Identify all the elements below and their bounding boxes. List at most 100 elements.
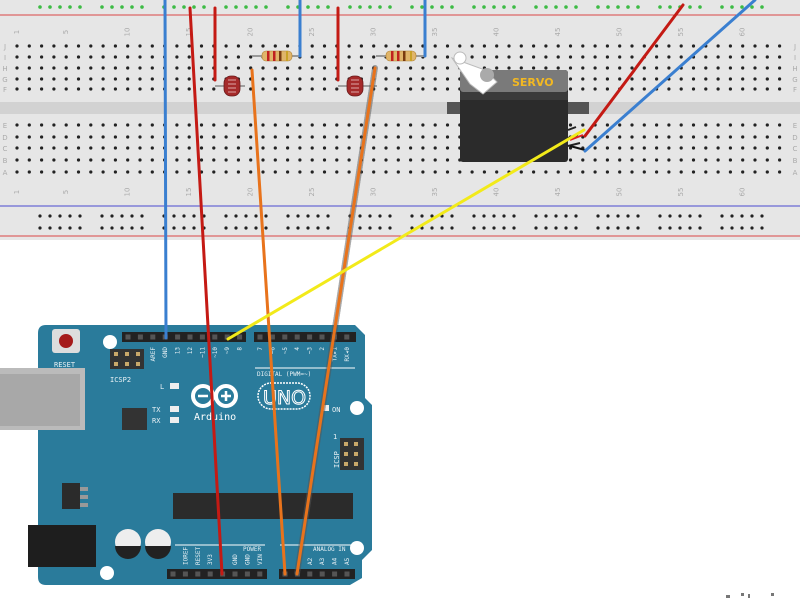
header-pin[interactable]	[137, 334, 143, 340]
rail-hole[interactable]	[192, 214, 196, 218]
breadboard-hole[interactable]	[728, 158, 733, 162]
breadboard-hole[interactable]	[273, 170, 277, 174]
breadboard-hole[interactable]	[741, 77, 745, 81]
breadboard-hole[interactable]	[150, 66, 154, 70]
breadboard-hole[interactable]	[409, 44, 413, 48]
breadboard-hole[interactable]	[679, 87, 683, 91]
breadboard-hole[interactable]	[556, 44, 560, 48]
breadboard-hole[interactable]	[15, 44, 19, 48]
breadboard-hole[interactable]	[532, 170, 536, 174]
breadboard-hole[interactable]	[150, 135, 154, 139]
breadboard-hole[interactable]	[704, 87, 708, 91]
breadboard-hole[interactable]	[261, 87, 265, 91]
rail-hole[interactable]	[68, 226, 72, 230]
header-pin[interactable]	[307, 334, 313, 340]
breadboard-hole[interactable]	[212, 123, 216, 127]
breadboard-hole[interactable]	[655, 123, 659, 127]
rail-hole[interactable]	[678, 226, 682, 230]
breadboard-hole[interactable]	[642, 44, 646, 48]
breadboard-hole[interactable]	[298, 170, 302, 174]
breadboard-hole[interactable]	[581, 77, 585, 81]
breadboard-hole[interactable]	[667, 55, 671, 59]
breadboard-hole[interactable]	[52, 123, 56, 127]
rail-hole[interactable]	[730, 226, 734, 230]
breadboard-hole[interactable]	[187, 55, 191, 59]
breadboard-hole[interactable]	[187, 66, 191, 70]
breadboard-hole[interactable]	[778, 135, 782, 139]
wire-servo-signal-yellow[interactable]	[226, 128, 586, 341]
breadboard-hole[interactable]	[40, 123, 44, 127]
breadboard-hole[interactable]	[310, 158, 314, 162]
breadboard-hole[interactable]	[359, 66, 363, 70]
rail-hole[interactable]	[720, 5, 724, 9]
breadboard-hole[interactable]	[89, 44, 93, 48]
breadboard-hole[interactable]	[507, 55, 511, 59]
rail-hole[interactable]	[378, 226, 382, 230]
breadboard-hole[interactable]	[495, 44, 499, 48]
rail-hole[interactable]	[140, 5, 144, 9]
breadboard-hole[interactable]	[618, 123, 622, 127]
header-pin[interactable]	[294, 334, 300, 340]
breadboard-hole[interactable]	[64, 66, 68, 70]
breadboard-hole[interactable]	[113, 87, 117, 91]
breadboard-hole[interactable]	[753, 66, 757, 70]
rail-hole[interactable]	[750, 5, 754, 9]
rail-hole[interactable]	[192, 226, 196, 230]
breadboard-hole[interactable]	[605, 146, 610, 150]
wire-servo-ground-blue[interactable]	[583, 0, 757, 153]
breadboard-hole[interactable]	[89, 135, 93, 139]
rail-hole[interactable]	[720, 214, 724, 218]
breadboard-hole[interactable]	[778, 158, 782, 162]
breadboard-hole[interactable]	[778, 77, 782, 81]
breadboard-hole[interactable]	[667, 66, 671, 70]
rail-hole[interactable]	[410, 214, 414, 218]
breadboard-hole[interactable]	[691, 87, 696, 91]
breadboard-hole[interactable]	[15, 55, 19, 59]
breadboard-hole[interactable]	[519, 170, 523, 174]
rail-hole[interactable]	[534, 226, 538, 230]
breadboard-hole[interactable]	[605, 66, 610, 70]
breadboard-hole[interactable]	[716, 123, 720, 127]
breadboard-hole[interactable]	[630, 158, 634, 162]
rail-hole[interactable]	[544, 5, 548, 9]
breadboard-hole[interactable]	[409, 158, 413, 162]
wire-servo-power-red[interactable]	[583, 3, 685, 138]
breadboard-hole[interactable]	[126, 135, 130, 139]
breadboard-hole[interactable]	[532, 66, 536, 70]
rail-hole[interactable]	[316, 214, 320, 218]
breadboard-hole[interactable]	[605, 87, 610, 91]
breadboard-hole[interactable]	[655, 135, 659, 139]
header-pin[interactable]	[175, 334, 181, 340]
breadboard-hole[interactable]	[335, 123, 339, 127]
breadboard-hole[interactable]	[101, 158, 105, 162]
breadboard-hole[interactable]	[605, 44, 610, 48]
breadboard-hole[interactable]	[568, 170, 573, 174]
breadboard-hole[interactable]	[249, 170, 253, 174]
breadboard-hole[interactable]	[76, 123, 81, 127]
breadboard-hole[interactable]	[642, 135, 646, 139]
breadboard-hole[interactable]	[704, 123, 708, 127]
breadboard-hole[interactable]	[593, 87, 597, 91]
rail-hole[interactable]	[202, 5, 206, 9]
breadboard-hole[interactable]	[753, 44, 757, 48]
breadboard-hole[interactable]	[76, 66, 81, 70]
rail-hole[interactable]	[182, 226, 186, 230]
breadboard-hole[interactable]	[138, 66, 142, 70]
breadboard-hole[interactable]	[175, 170, 179, 174]
breadboard-hole[interactable]	[212, 170, 216, 174]
breadboard-hole[interactable]	[187, 170, 191, 174]
breadboard-hole[interactable]	[593, 66, 597, 70]
breadboard-hole[interactable]	[728, 66, 733, 70]
breadboard-hole[interactable]	[445, 66, 450, 70]
rail-hole[interactable]	[626, 226, 630, 230]
rail-hole[interactable]	[596, 214, 600, 218]
reset-button[interactable]	[52, 329, 80, 353]
breadboard-hole[interactable]	[359, 55, 363, 59]
breadboard-hole[interactable]	[445, 87, 450, 91]
breadboard-hole[interactable]	[347, 66, 351, 70]
breadboard-hole[interactable]	[15, 135, 19, 139]
breadboard-hole[interactable]	[753, 77, 757, 81]
breadboard-hole[interactable]	[224, 66, 228, 70]
rail-hole[interactable]	[544, 214, 548, 218]
breadboard-hole[interactable]	[40, 77, 44, 81]
